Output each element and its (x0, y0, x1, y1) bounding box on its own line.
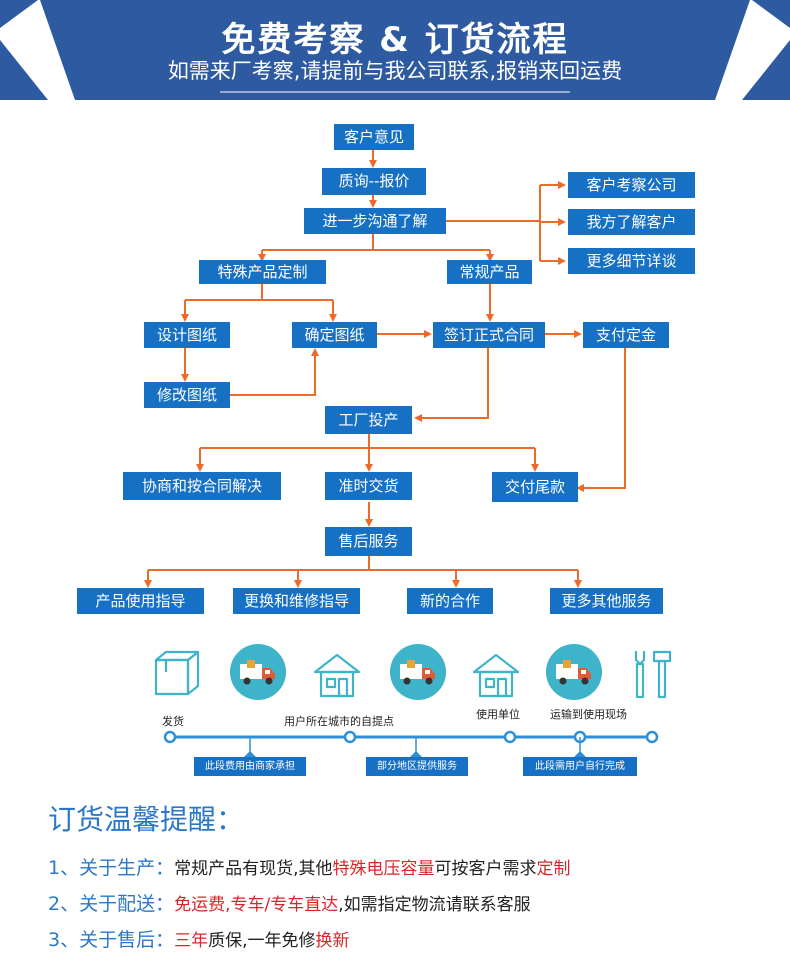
node-negotiate-resolve: 协商和按合同解决 (123, 472, 281, 500)
tip-number: 2、 (48, 893, 80, 915)
node-pay-balance: 交付尾款 (492, 472, 578, 502)
node-design-drawings: 设计图纸 (144, 322, 230, 348)
tips-title: 订货温馨提醒： (48, 803, 245, 836)
tip-heading: 关于售后： (79, 929, 175, 951)
header-banner (0, 0, 790, 100)
tip-production: 1、关于生产：常规产品有现货,其他特殊电压容量可按客户需求定制 (48, 853, 571, 880)
node-factory-production: 工厂投产 (325, 406, 412, 434)
node-on-time-delivery: 准时交货 (325, 472, 412, 500)
truck-icon (546, 644, 602, 700)
tip-heading: 关于配送： (79, 893, 175, 915)
node-customer-visits: 客户考察公司 (568, 172, 695, 198)
node-more-services: 更多其他服务 (550, 588, 663, 614)
tip-text: 常规产品有现货,其他 (174, 859, 333, 879)
user-unit-label: 使用单位 (476, 708, 520, 721)
node-pay-deposit: 支付定金 (583, 322, 669, 348)
node-new-cooperation: 新的合作 (407, 588, 493, 614)
tip-highlight: 三年 (174, 931, 209, 951)
node-inquiry-quote: 质询--报价 (322, 168, 426, 195)
box-icon (154, 650, 200, 696)
tip-text: ,如需指定物流请联系客服 (338, 895, 531, 915)
tools-icon (634, 650, 672, 699)
tip-text: 质保,一年免修 (208, 931, 316, 951)
page-title: 免费考察 & 订货流程 (221, 20, 569, 60)
node-sign-contract: 签订正式合同 (433, 322, 545, 348)
node-revise-drawings: 修改图纸 (144, 382, 230, 408)
arrow-contract-to-factory (414, 348, 489, 422)
ship-label: 发货 (162, 715, 184, 728)
arrow-revise-to-confirm (230, 348, 319, 396)
tip-number: 3、 (48, 929, 80, 951)
tip-highlight: 特殊电压容量 (332, 859, 435, 879)
node-customer-opinion: 客户意见 (334, 124, 414, 150)
tip-number: 1、 (48, 857, 80, 879)
node-further-communication: 进一步沟通了解 (304, 208, 446, 234)
node-after-sales: 售后服务 (325, 527, 412, 556)
tip-delivery: 2、关于配送：免运费,专车/专车直达,如需指定物流请联系客服 (48, 889, 531, 916)
arrow-deposit-to-balance (576, 348, 626, 492)
user-city-pickup-label: 用户所在城市的自提点 (284, 715, 394, 728)
tip-heading: 关于生产： (79, 857, 175, 879)
segment-user-self: 此段需用户自行完成 (523, 757, 637, 776)
truck-icon (230, 644, 286, 700)
tip-highlight: 免运费,专车/专车直达 (174, 895, 339, 915)
house-icon (472, 653, 520, 698)
segment-merchant-cost: 此段费用由商家承担 (194, 757, 306, 776)
tip-highlight: 定制 (536, 859, 571, 879)
truck-icon (390, 644, 446, 700)
segment-some-regions: 部分地区提供服务 (366, 757, 468, 776)
node-we-learn-customer: 我方了解客户 (568, 209, 695, 235)
node-special-products: 特殊产品定制 (199, 260, 326, 284)
node-replace-repair-guide: 更换和维修指导 (233, 588, 360, 614)
node-regular-products: 常规产品 (447, 260, 532, 284)
to-site-label: 运输到使用现场 (550, 708, 627, 721)
node-more-details: 更多细节详谈 (568, 248, 695, 274)
node-usage-guide: 产品使用指导 (77, 588, 204, 614)
node-confirm-drawings: 确定图纸 (292, 322, 377, 348)
tip-after-sales: 3、关于售后：三年质保,一年免修换新 (48, 925, 350, 952)
tip-text: 可按客户需求 (434, 859, 537, 879)
house-icon (313, 653, 361, 698)
tip-highlight: 换新 (315, 931, 350, 951)
page-subtitle: 如需来厂考察,请提前与我公司联系,报销来回运费 (167, 59, 623, 83)
